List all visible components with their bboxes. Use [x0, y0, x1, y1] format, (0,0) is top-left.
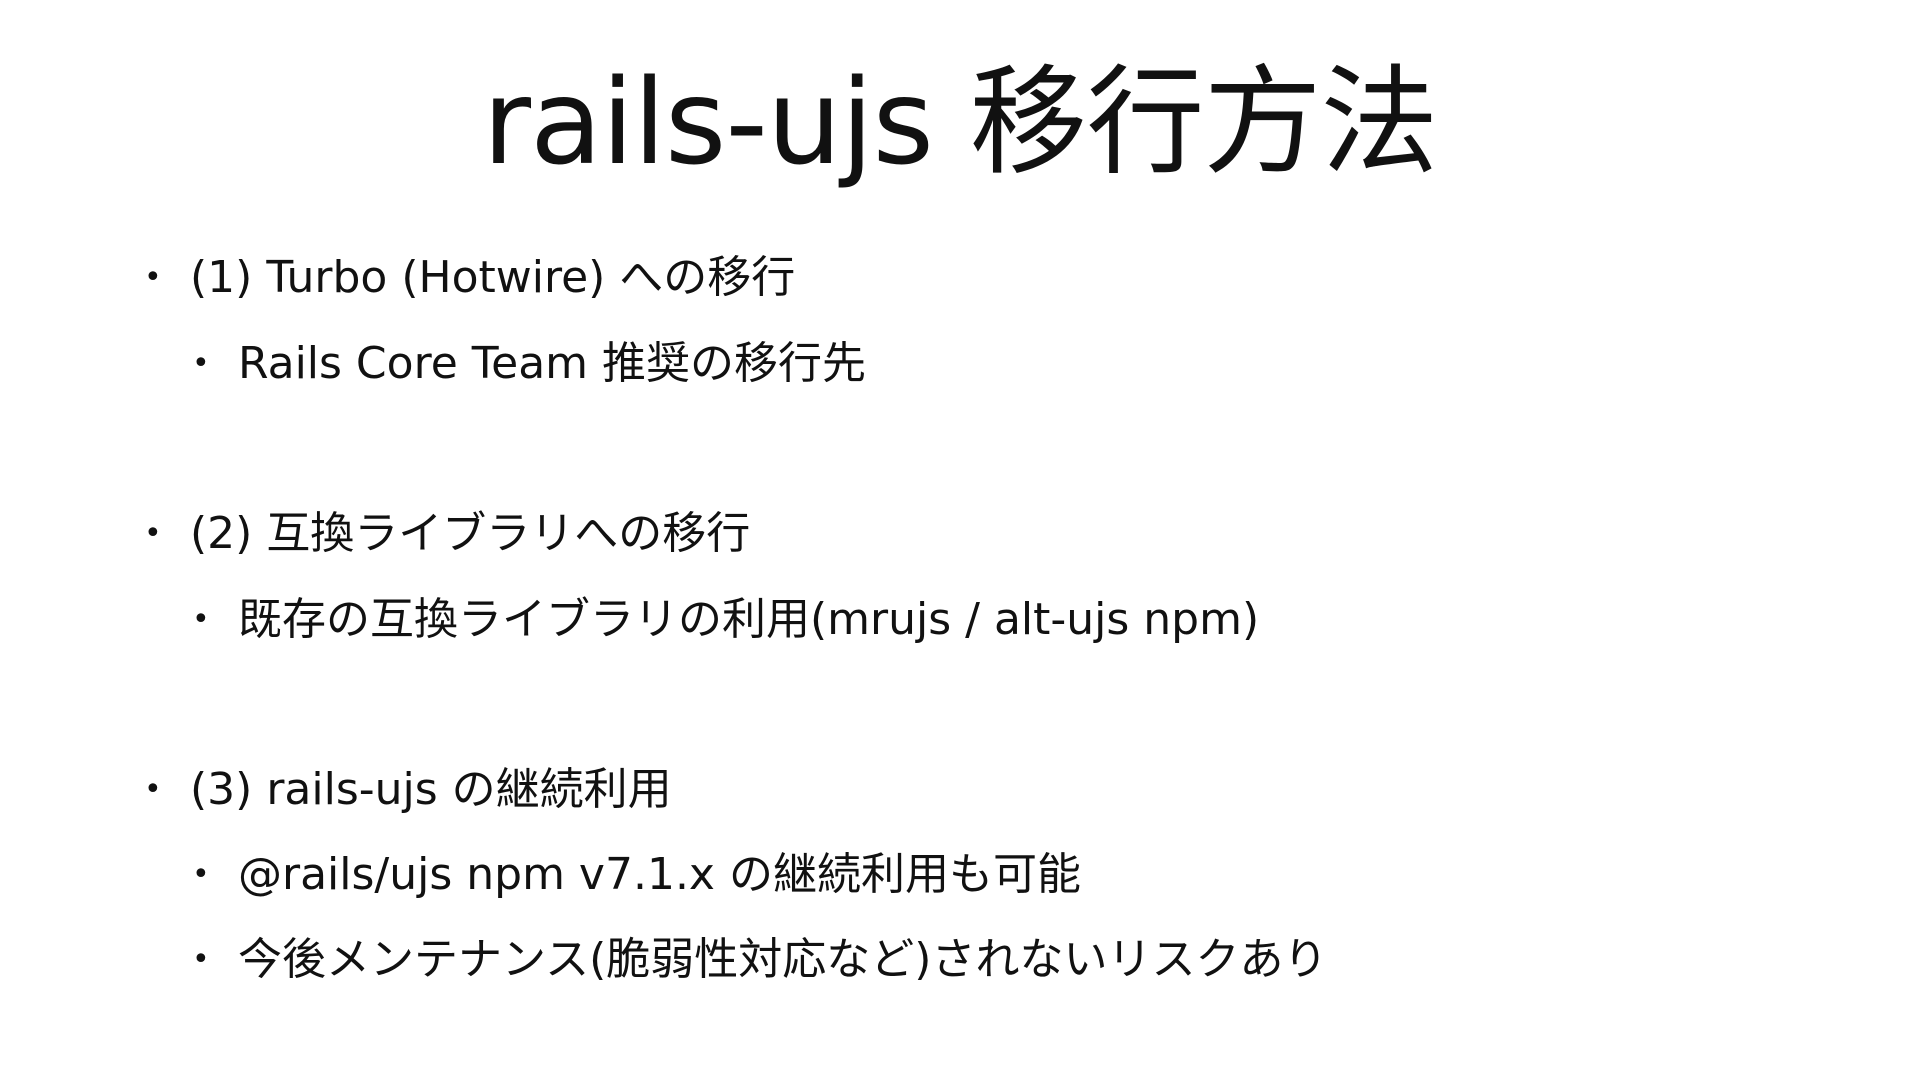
bullet-text: (3) rails-ujs の継続利用 — [190, 764, 672, 815]
bullet-dot-icon: • — [192, 942, 210, 977]
sub-bullet-item-3: • @rails/ujs npm v7.1.x の継続利用も可能 — [192, 845, 1081, 905]
sub-bullet-item-1: • Rails Core Team 推奨の移行先 — [192, 334, 867, 394]
bullet-text: 既存の互換ライブラリの利用(mrujs / alt-ujs npm) — [238, 594, 1260, 645]
sub-bullet-item-2: • 既存の互換ライブラリの利用(mrujs / alt-ujs npm) — [192, 590, 1260, 650]
bullet-item-2: • (2) 互換ライブラリへの移行 — [144, 504, 751, 564]
bullet-text: (1) Turbo (Hotwire) への移行 — [190, 252, 796, 303]
bullet-dot-icon: • — [192, 857, 210, 892]
bullet-text: Rails Core Team 推奨の移行先 — [238, 338, 867, 389]
bullet-dot-icon: • — [144, 260, 162, 295]
bullet-text: 今後メンテナンス(脆弱性対応など)されないリスクあり — [238, 934, 1328, 985]
bullet-item-1: • (1) Turbo (Hotwire) への移行 — [144, 248, 796, 308]
slide-title: rails-ujs 移行方法 — [482, 53, 1438, 191]
bullet-dot-icon: • — [192, 346, 210, 381]
sub-bullet-item-4: • 今後メンテナンス(脆弱性対応など)されないリスクあり — [192, 930, 1328, 990]
bullet-text: (2) 互換ライブラリへの移行 — [190, 508, 751, 559]
bullet-text: @rails/ujs npm v7.1.x の継続利用も可能 — [238, 849, 1081, 900]
bullet-item-3: • (3) rails-ujs の継続利用 — [144, 760, 672, 820]
bullet-dot-icon: • — [192, 602, 210, 637]
bullet-dot-icon: • — [144, 772, 162, 807]
bullet-dot-icon: • — [144, 516, 162, 551]
